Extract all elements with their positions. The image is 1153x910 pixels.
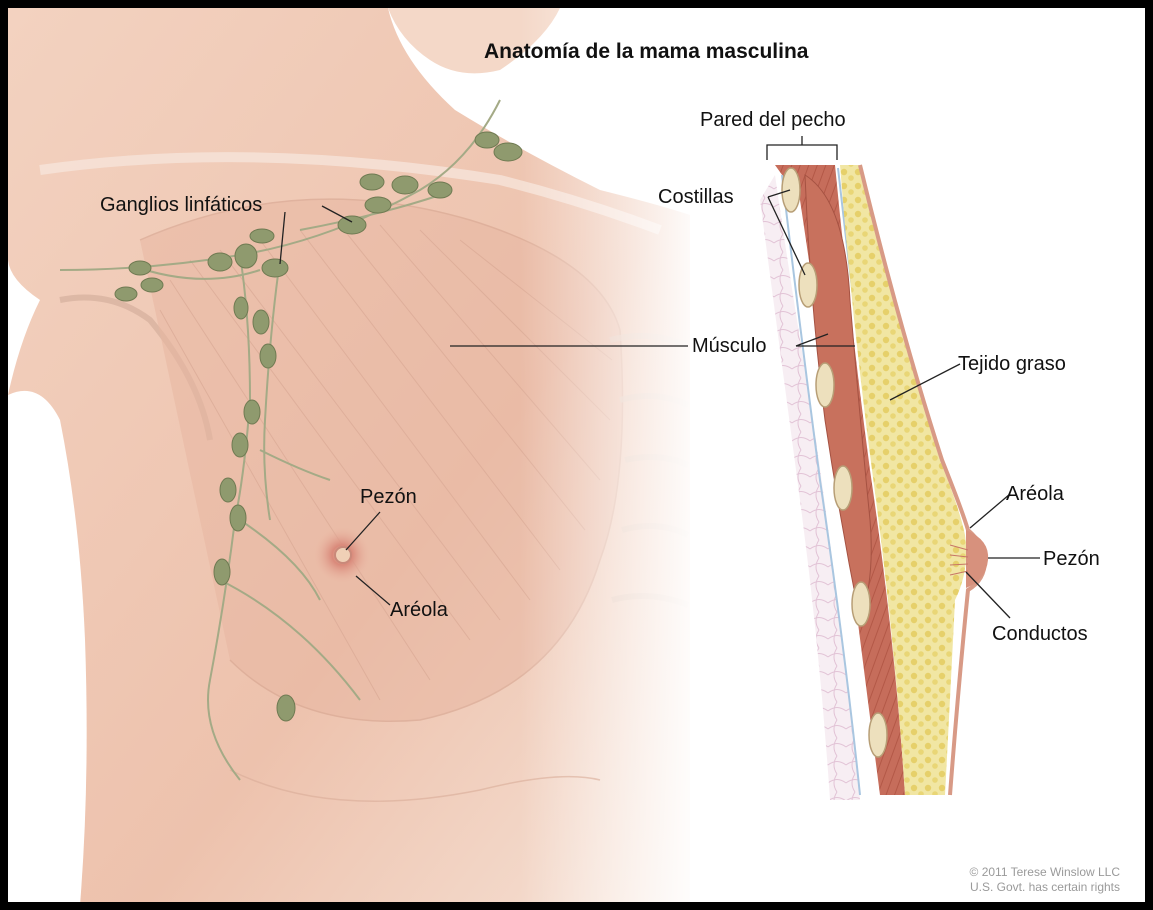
rib-section xyxy=(816,363,834,407)
lymph-node xyxy=(115,287,137,301)
rib-section xyxy=(782,168,800,212)
lymph-node xyxy=(338,216,366,234)
label-nipple-side: Pezón xyxy=(1043,548,1100,570)
lymph-node xyxy=(392,176,418,194)
diagram-title: Anatomía de la mama masculina xyxy=(484,40,809,63)
label-lymph-nodes: Ganglios linfáticos xyxy=(100,194,262,216)
credit-line-1: © 2011 Terese Winslow LLC xyxy=(970,865,1121,879)
lymph-node xyxy=(250,229,274,243)
lymph-node xyxy=(365,197,391,213)
lymph-node xyxy=(277,695,295,721)
lymph-node xyxy=(244,400,260,424)
rib-section xyxy=(869,713,887,757)
lymph-node xyxy=(220,478,236,502)
lymph-node xyxy=(260,344,276,368)
label-ribs: Costillas xyxy=(658,186,734,208)
label-muscle: Músculo xyxy=(692,335,766,357)
lymph-node xyxy=(208,253,232,271)
front-view-torso xyxy=(8,8,695,905)
label-nipple-front: Pezón xyxy=(360,486,417,508)
lymph-node xyxy=(262,259,288,277)
right-fade xyxy=(520,8,695,905)
lymph-node xyxy=(253,310,269,334)
lymph-node xyxy=(428,182,452,198)
rib-section xyxy=(834,466,852,510)
lymph-node xyxy=(141,278,163,292)
lymph-node xyxy=(234,297,248,319)
lymph-node xyxy=(360,174,384,190)
label-areola-side: Aréola xyxy=(1006,483,1065,505)
rib-section xyxy=(852,582,870,626)
lymph-node xyxy=(494,143,522,161)
lymph-node xyxy=(129,261,151,275)
label-areola-front: Aréola xyxy=(390,599,449,621)
lymph-node xyxy=(232,433,248,457)
lymph-node xyxy=(214,559,230,585)
lymph-node xyxy=(230,505,246,531)
rib-section xyxy=(799,263,817,307)
credit-line-2: U.S. Govt. has certain rights xyxy=(970,880,1120,894)
lymph-node xyxy=(235,244,257,268)
label-chest-wall: Pared del pecho xyxy=(700,109,846,131)
lymph-node xyxy=(475,132,499,148)
nipple-front xyxy=(335,547,351,563)
label-ducts: Conductos xyxy=(992,623,1088,645)
label-fatty-tissue: Tejido graso xyxy=(958,353,1066,375)
